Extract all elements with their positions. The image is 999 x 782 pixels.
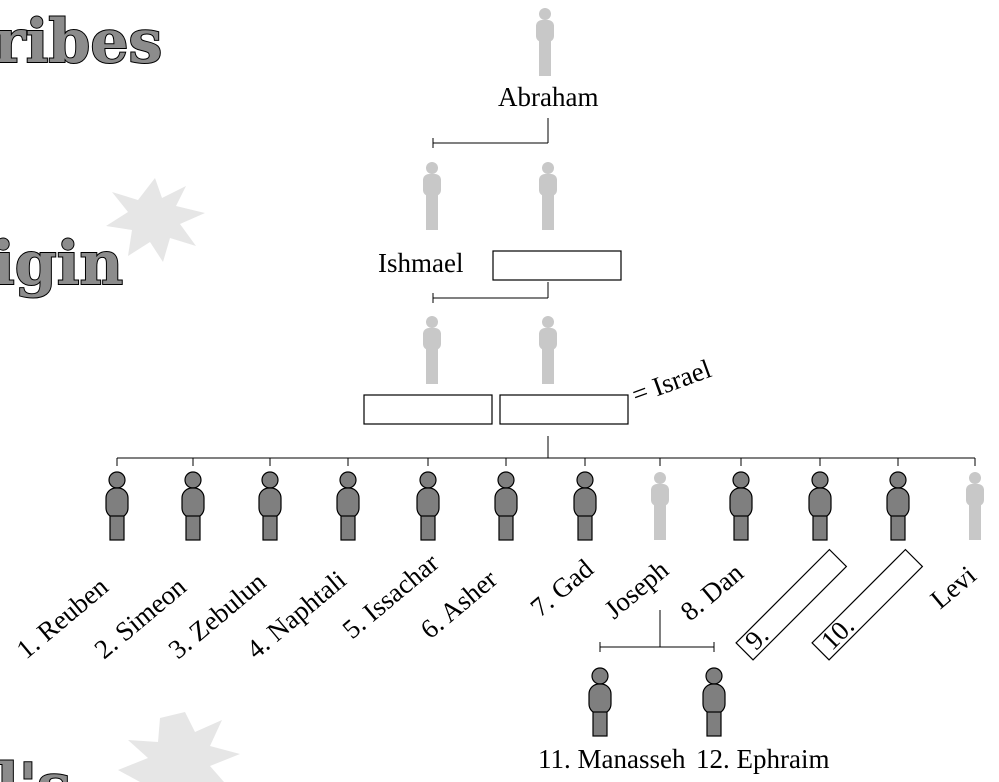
asher-figure-icon [494,471,518,541]
starburst-icon [118,712,240,782]
ishmael-figure-icon [423,162,441,230]
ishmael-label: Ishmael [378,248,463,278]
reuben-figure-icon [105,471,129,541]
tribe-label-gad: 7. Gad [525,553,600,623]
starburst-icon [106,178,205,262]
naphtali-figure-icon [336,471,360,541]
tribe-label-dan: 8. Dan [675,557,750,627]
dan-figure-icon [729,471,753,541]
origin-heading: igin [0,229,123,299]
title-heading: ribes [0,7,162,77]
bottom-heading: l's [0,751,71,782]
esau-figure-icon [423,316,441,384]
abraham-label: Abraham [498,82,598,112]
esau-blank-box[interactable] [363,394,493,425]
gad-figure-icon [573,471,597,541]
manasseh-figure-icon [588,667,612,737]
isaac-blank-box[interactable] [492,250,622,281]
issachar-figure-icon [416,471,440,541]
isaac-figure-icon [539,162,557,230]
tribe-label-joseph: Joseph [599,554,675,625]
jacob-figure-icon [539,316,557,384]
israel-note: = Israel [628,353,715,409]
simeon-figure-icon [181,471,205,541]
jacob-blank-box[interactable] [499,394,629,425]
manasseh-label: 11. Manasseh [538,744,686,774]
abraham-figure-icon [536,8,554,76]
zebulun-figure-icon [258,471,282,541]
ephraim-label: 12. Ephraim [696,744,829,774]
ephraim-figure-icon [702,667,726,737]
tribe-10-box[interactable] [811,548,924,661]
person-figures [105,8,984,737]
tribe-9-figure-icon [808,471,832,541]
tribe-10-figure-icon [886,471,910,541]
connector-lines [116,118,976,652]
levi-figure-icon [966,472,984,540]
tribe-9-box[interactable] [735,548,848,661]
joseph-figure-icon [651,472,669,540]
tribe-label-levi: Levi [925,560,982,615]
